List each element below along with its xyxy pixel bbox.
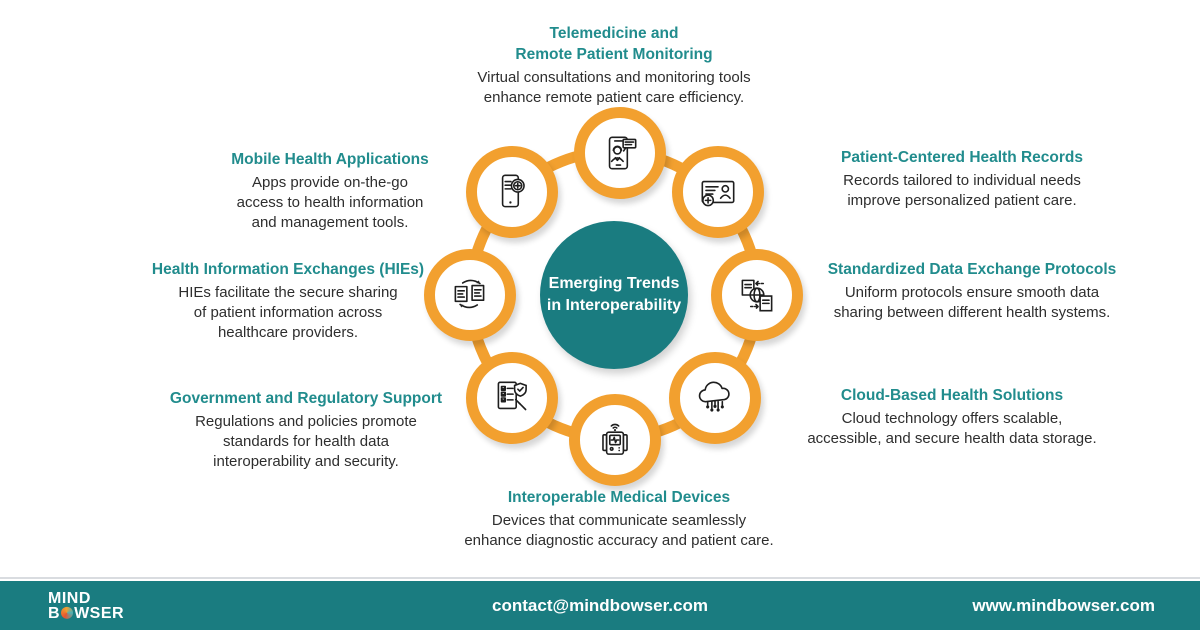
node-regulatory-support [466, 352, 558, 444]
regulatory-checklist-icon [489, 375, 535, 421]
website-link[interactable]: www.mindbowser.com [972, 595, 1155, 615]
trend-medical-devices: Interoperable Medical Devices Devices th… [429, 488, 809, 551]
center-topic-circle: Emerging Trends in Interoperability [540, 221, 688, 369]
node-data-exchange [711, 249, 803, 341]
patient-record-icon [695, 169, 741, 215]
trend-description: Apps provide on-the-go access to health … [236, 173, 424, 232]
node-mobile-health [466, 146, 558, 238]
footer-divider [0, 577, 1200, 579]
node-patient-records [672, 146, 764, 238]
document-exchange-icon [447, 272, 493, 318]
trend-title: Telemedicine and Remote Patient Monitori… [515, 25, 713, 63]
trend-data-exchange: Standardized Data Exchange Protocols Uni… [792, 260, 1152, 323]
trend-telemedicine: Telemedicine and Remote Patient Monitori… [404, 24, 824, 108]
trend-description: Uniform protocols ensure smooth data sha… [833, 283, 1111, 322]
trend-description: Devices that communicate seamlessly enha… [464, 511, 774, 550]
trend-title: Mobile Health Applications [231, 151, 429, 168]
medical-device-icon [592, 417, 638, 463]
node-health-info-exchange [424, 249, 516, 341]
trend-cloud-solutions: Cloud-Based Health Solutions Cloud techn… [772, 386, 1132, 449]
trend-patient-records: Patient-Centered Health Records Records … [792, 148, 1132, 211]
trend-title: Government and Regulatory Support [169, 390, 443, 407]
trend-mobile-health: Mobile Health Applications Apps provide … [180, 150, 480, 234]
telemedicine-phone-icon [597, 130, 643, 176]
node-cloud-solutions [669, 352, 761, 444]
node-medical-devices [569, 394, 661, 486]
trend-title: Interoperable Medical Devices [507, 489, 731, 506]
center-title: Emerging Trends in Interoperability [546, 275, 682, 314]
trend-description: Regulations and policies promote standar… [195, 412, 417, 471]
trend-title: Standardized Data Exchange Protocols [827, 261, 1117, 278]
cloud-circuit-icon [692, 375, 738, 412]
data-exchange-globe-icon [734, 272, 780, 318]
trend-title: Patient-Centered Health Records [840, 149, 1084, 166]
trend-description: Records tailored to individual needs imp… [843, 171, 1081, 210]
trend-regulatory-support: Government and Regulatory Support Regula… [136, 389, 476, 473]
contact-email-link[interactable]: contact@mindbowser.com [492, 595, 708, 615]
trend-health-info-exchange: Health Information Exchanges (HIEs) HIEs… [118, 260, 458, 344]
trend-title: Cloud-Based Health Solutions [840, 387, 1064, 404]
mobile-health-icon [489, 169, 535, 215]
trend-description: HIEs facilitate the secure sharing of pa… [178, 283, 398, 342]
trend-title: Health Information Exchanges (HIEs) [151, 261, 425, 278]
logo-swirl-o-icon [61, 607, 74, 620]
trend-description: Virtual consultations and monitoring too… [477, 68, 751, 107]
trend-description: Cloud technology offers scalable, access… [807, 409, 1097, 448]
node-telemedicine [574, 107, 666, 199]
logo-line-1: MIND [48, 589, 91, 607]
